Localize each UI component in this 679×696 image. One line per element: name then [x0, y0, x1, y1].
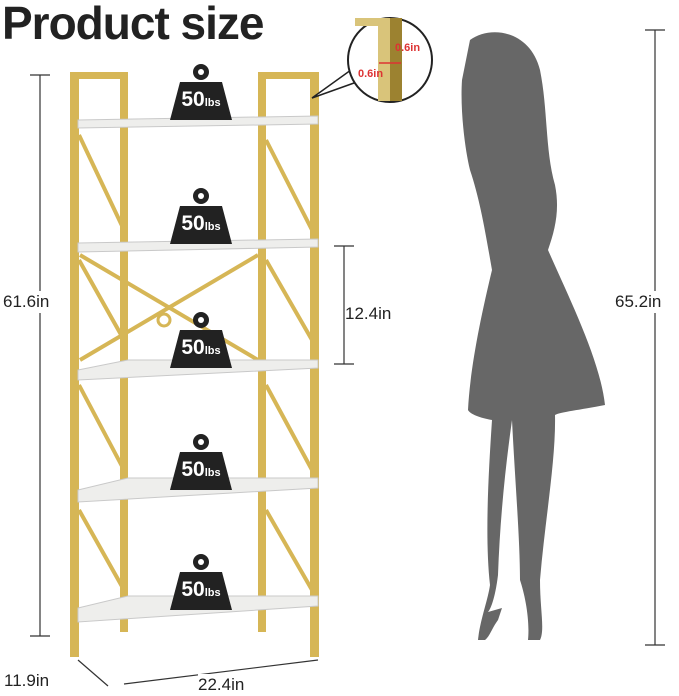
- tube-depth-label: 0.6in: [358, 68, 384, 80]
- shelves: [77, 115, 319, 623]
- weight-value: 50: [181, 88, 205, 111]
- kettlebell-weight-icon: [170, 312, 232, 368]
- weight-capacity-badge: 50lbs: [168, 310, 234, 370]
- tube-width-label: 0.6in: [395, 42, 421, 54]
- depth-label: 11.9in: [4, 670, 50, 692]
- weight-unit: lbs: [204, 467, 221, 479]
- weight-unit: lbs: [204, 587, 221, 599]
- cross-braces: [77, 134, 314, 591]
- person-silhouette: [461, 32, 605, 640]
- shelf-height-label: 61.6in: [3, 291, 50, 313]
- person-height-label: 65.2in: [615, 291, 662, 313]
- weight-value: 50: [181, 578, 205, 601]
- kettlebell-weight-icon: [170, 554, 232, 610]
- weight-value: 50: [181, 458, 205, 481]
- weight-capacity-badge: 50lbs: [168, 62, 234, 122]
- weight-unit: lbs: [204, 345, 221, 357]
- shelf-gap-label: 12.4in: [345, 303, 392, 325]
- tube-inset: [311, 17, 433, 103]
- weight-value: 50: [181, 336, 205, 359]
- weight-value: 50: [181, 212, 205, 235]
- kettlebell-weight-icon: [170, 64, 232, 120]
- dimension-lines: [30, 29, 665, 687]
- page-title: Product size: [2, 0, 265, 49]
- kettlebell-weight-icon: [170, 188, 232, 244]
- width-label: 22.4in: [198, 674, 245, 696]
- kettlebell-weight-icon: [170, 434, 232, 490]
- weight-unit: lbs: [204, 221, 221, 233]
- weight-capacity-badge: 50lbs: [168, 552, 234, 612]
- weight-unit: lbs: [204, 97, 221, 109]
- weight-capacity-badge: 50lbs: [168, 186, 234, 246]
- weight-capacity-badge: 50lbs: [168, 432, 234, 492]
